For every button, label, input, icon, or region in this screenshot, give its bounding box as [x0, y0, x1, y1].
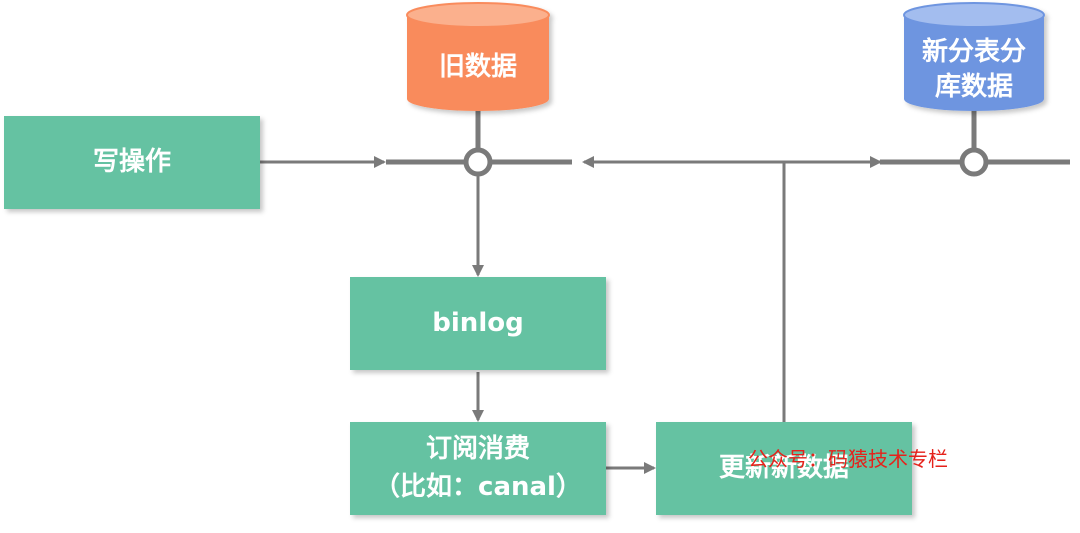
watermark-text: 公众号：码猿技术专栏: [748, 447, 948, 471]
subscribe-box: [350, 422, 606, 515]
new-db-junction: [959, 147, 989, 177]
write-op-label: 写操作: [93, 147, 171, 177]
old-db-label: 旧数据: [439, 52, 517, 82]
binlog-box: [350, 277, 606, 370]
new-db-label-line1: 新分表分: [922, 36, 1026, 67]
subscribe-label-line1: 订阅消费: [426, 434, 530, 464]
new-db-cylinder: [903, 2, 1045, 111]
update-box: [656, 422, 912, 515]
subscribe-label-line2: （比如：canal）: [374, 472, 582, 502]
old-db-junction: [463, 147, 493, 177]
write-op-box: [4, 116, 260, 209]
old-db-cylinder: [406, 2, 550, 111]
binlog-label: binlog: [432, 308, 523, 338]
new-db-label-line2: 库数据: [935, 72, 1013, 102]
update-label: 更新新数据: [719, 452, 849, 483]
